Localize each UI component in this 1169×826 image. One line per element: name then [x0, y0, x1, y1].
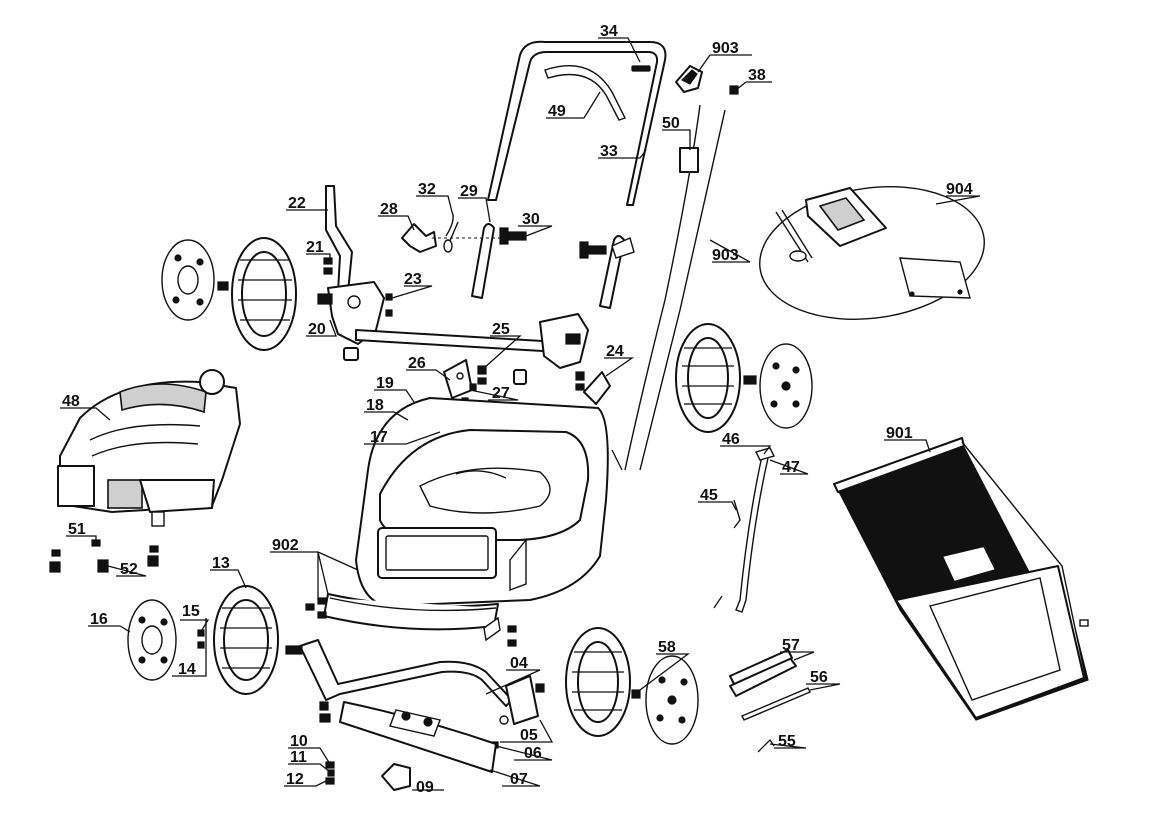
handle-lever-bail [544, 64, 626, 121]
callout-34: 34 [600, 23, 618, 40]
callout-09: 09 [416, 779, 434, 796]
callout-903-top: 903 [712, 40, 739, 57]
rear-axle [355, 329, 561, 353]
callout-46: 46 [722, 431, 740, 448]
callout-27: 27 [492, 385, 510, 402]
mower-deck [355, 397, 609, 607]
blade-07 [339, 701, 497, 773]
callout-19: 19 [376, 375, 394, 392]
callout-17: 17 [370, 429, 388, 446]
callout-10: 10 [290, 733, 308, 750]
hub-cap-front-left [127, 599, 177, 681]
upper-handle [487, 40, 667, 206]
callout-20: 20 [308, 321, 326, 338]
rod-56 [741, 687, 811, 721]
callout-901: 901 [886, 425, 913, 442]
callout-13: 13 [212, 555, 230, 572]
rear-wheel-left [231, 237, 297, 351]
front-wheel-right [565, 627, 641, 737]
screw-25 [477, 365, 487, 385]
nut-23 [385, 293, 393, 317]
bolts-51-52 [49, 539, 159, 573]
handle-screw-34 [631, 65, 651, 72]
rear-wheel-right [675, 323, 757, 433]
callout-04: 04 [510, 655, 528, 672]
rod-lower [713, 595, 723, 609]
spring-32 [443, 211, 459, 253]
hub-cap-rear-right [759, 343, 813, 429]
callout-14: 14 [178, 661, 196, 678]
callout-06: 06 [524, 745, 542, 762]
callout-30: 30 [522, 211, 540, 228]
callout-07: 07 [510, 771, 528, 788]
callout-21: 21 [306, 239, 324, 256]
lower-handle-right [599, 235, 635, 309]
bracket-05 [499, 675, 545, 725]
bracket-right [539, 313, 589, 369]
callout-58: 58 [658, 639, 676, 656]
spacer-left [343, 347, 359, 361]
bracket-20 [317, 281, 385, 345]
callout-52: 52 [120, 561, 138, 578]
callout-50: 50 [662, 115, 680, 132]
callout-15: 15 [182, 603, 200, 620]
callout-48: 48 [62, 393, 80, 410]
height-lever-22 [325, 185, 353, 293]
callout-55: 55 [778, 733, 796, 750]
callout-labels: 34 903 38 49 50 33 904 22 32 29 28 30 90… [62, 23, 973, 796]
callout-38: 38 [748, 67, 766, 84]
spacer-right [513, 369, 527, 385]
callout-45: 45 [700, 487, 718, 504]
callout-904: 904 [946, 181, 973, 198]
callout-51: 51 [68, 521, 86, 538]
pin-55 [757, 738, 775, 753]
front-wheel-left [213, 585, 279, 695]
callout-12: 12 [286, 771, 304, 788]
callout-903-cable: 903 [712, 247, 739, 264]
callout-26: 26 [408, 355, 426, 372]
bowden-cable [611, 104, 726, 471]
callout-28: 28 [380, 201, 398, 218]
callout-33: 33 [600, 143, 618, 160]
rear-flap [323, 593, 499, 631]
hub-cap-rear-left [161, 239, 229, 321]
callout-56: 56 [810, 669, 828, 686]
callout-24: 24 [606, 343, 624, 360]
callout-47: 47 [782, 459, 800, 476]
callout-29: 29 [460, 183, 478, 200]
bolt-right-handle [579, 241, 607, 259]
washer-15-14 [197, 629, 205, 649]
bolt-30 [499, 227, 527, 245]
callout-22: 22 [288, 195, 306, 212]
callout-05: 05 [520, 727, 538, 744]
callout-25: 25 [492, 321, 510, 338]
strap-57 [729, 649, 797, 697]
cable-clip-903 [675, 65, 703, 93]
callout-57: 57 [782, 637, 800, 654]
screws-902 [305, 597, 517, 647]
callout-902: 902 [272, 537, 299, 554]
engine-48 [57, 369, 241, 527]
callout-18: 18 [366, 397, 384, 414]
leader-lines [60, 37, 981, 791]
front-axle-04 [285, 639, 513, 723]
clip-45 [733, 499, 741, 529]
callout-11: 11 [290, 749, 307, 766]
accessory-kit-904 [759, 186, 985, 320]
callout-16: 16 [90, 611, 108, 628]
screw-38 [729, 85, 739, 95]
hub-cap-front-right [645, 655, 699, 745]
rod-46-47 [735, 447, 776, 613]
callout-23: 23 [404, 271, 422, 288]
callout-49: 49 [548, 103, 566, 120]
handle-knob-28 [401, 223, 437, 253]
callout-32: 32 [418, 181, 436, 198]
grass-catcher-901 [833, 437, 1089, 721]
screws-21 [323, 257, 333, 275]
bracket-24 [575, 371, 611, 405]
lower-handle-left [471, 223, 495, 299]
blade-adapter-09 [381, 763, 411, 791]
